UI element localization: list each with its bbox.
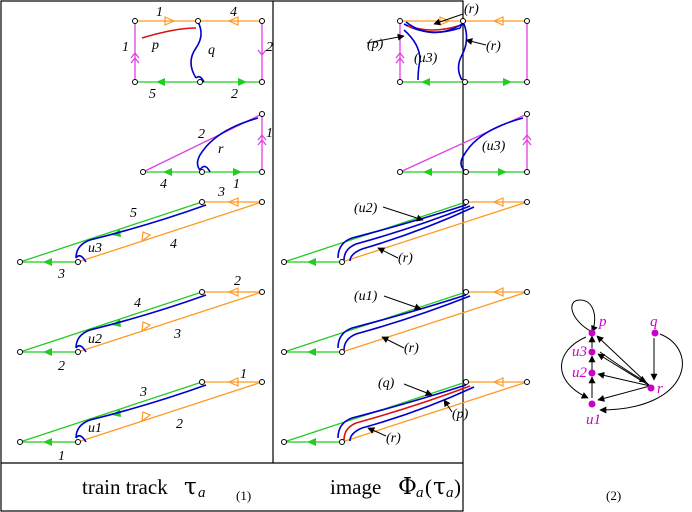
caption-right-open: ( [425,475,432,499]
edge-r-p [596,335,651,387]
graph-node-u3 [588,348,596,356]
left-p5-bottom-label: 1 [58,449,65,464]
left-p2-bottom2-label: 1 [233,177,240,192]
right-p5-label-c: (r) [386,431,401,446]
edge-q-u1 [599,333,683,414]
caption-far-number: (2) [606,488,621,503]
caption-left-text: train track [82,475,168,499]
caption-right-inner-subscript: a [446,485,454,501]
left-p3-top-label: 3 [217,185,225,200]
edge-r-u1 [597,385,651,402]
left-p3-upper-label: 5 [130,206,137,221]
left-p4-lower-label: 3 [173,327,181,342]
left-p1-bottom2-label: 2 [231,87,238,102]
left-p3-branch: u3 [88,241,102,256]
left-panel-5: 1 3 2 1 u1 [17,367,265,464]
left-p2-diag-label: 2 [198,127,205,142]
right-p1-label-a: (r) [464,2,479,17]
graph-node-r [647,384,655,392]
left-p4-top-label: 2 [234,274,241,289]
left-panel-2: 2 1 4 1 r [140,111,273,192]
graph-label-p: p [598,314,607,330]
edge-r-u2 [597,372,651,387]
caption-right-subscript: a [416,485,424,501]
left-p5-branch: u1 [88,421,102,436]
left-panel-4: 2 4 3 2 u2 [17,274,265,374]
caption-right-symbol: Φ [398,474,417,500]
caption-left-subscript: a [198,485,206,501]
graph-node-q [651,329,659,337]
right-panel-4: (u1) (r) [281,287,530,356]
right-p1-label-b: (p) [367,37,384,52]
right-panel-2: (u3) [397,111,532,176]
left-p2-branch-r: r [218,142,224,157]
left-p3-lower-label: 4 [170,237,177,252]
caption-left-symbol: τ [184,474,197,500]
left-p2-bottom-label: 4 [160,177,167,192]
left-p4-branch: u2 [88,332,102,347]
right-panel-3: (u2) (r) [281,197,530,266]
left-p4-bottom-label: 2 [58,359,65,374]
right-panel-1: (r) (p) (u3) (r) [366,2,530,86]
right-p1-label-c: (u3) [414,51,438,66]
right-p5-label-a: (q) [378,376,395,391]
left-p2-right-label: 1 [266,126,273,141]
graph-label-u3: u3 [572,344,587,360]
left-p5-lower-label: 2 [176,417,183,432]
caption-right-inner-symbol: τ [433,474,446,500]
edge-p-loop [571,299,598,333]
left-panel-1: 1 4 1 2 5 2 p q [122,5,273,102]
left-p3-bottom-label: 3 [57,267,65,282]
directed-graph: p q u3 u2 r u1 [561,299,683,428]
right-panel-5: (q) (p) (r) [281,376,530,446]
caption-right-text: image [330,475,381,499]
left-p5-top-label: 1 [240,367,247,382]
left-p1-branch-q: q [208,43,215,58]
graph-node-p [588,329,596,337]
right-p1-label-d: (r) [486,39,501,54]
left-p1-bottom-label: 5 [149,87,156,102]
caption-right: image Φ a ( τ a ) [330,474,461,501]
left-p1-top-label: 1 [156,5,163,20]
left-p1-left-label: 1 [122,40,129,55]
left-p1-right-label: 2 [266,40,273,55]
edge-r-u3 [597,353,651,387]
graph-node-u2 [588,369,596,377]
edge-u3-r [599,351,647,383]
left-panel-3: 3 5 4 3 u3 [17,185,265,282]
caption-left: train track τ a (1) [82,474,251,503]
caption-right-close: ) [454,475,461,499]
graph-label-u1: u1 [586,412,601,428]
graph-node-u1 [588,400,596,408]
left-p1-branch-p: p [151,38,159,53]
right-p4-label-b: (r) [404,341,419,356]
left-p5-upper-label: 3 [139,385,147,400]
right-p4-label-a: (u1) [354,289,378,304]
caption-left-number: (1) [236,488,251,503]
right-p3-label-b: (r) [398,251,413,266]
left-p1-top2-label: 4 [230,5,237,20]
edge-p-u1 [561,336,589,399]
right-p2-label-a: (u3) [482,139,506,154]
graph-label-q: q [650,314,658,330]
right-p3-label-a: (u2) [354,201,378,216]
graph-label-u2: u2 [572,365,588,381]
right-p5-label-b: (p) [452,407,469,422]
outer-frame [0,0,464,512]
graph-label-r: r [657,381,663,397]
left-p4-upper-label: 4 [134,296,141,311]
